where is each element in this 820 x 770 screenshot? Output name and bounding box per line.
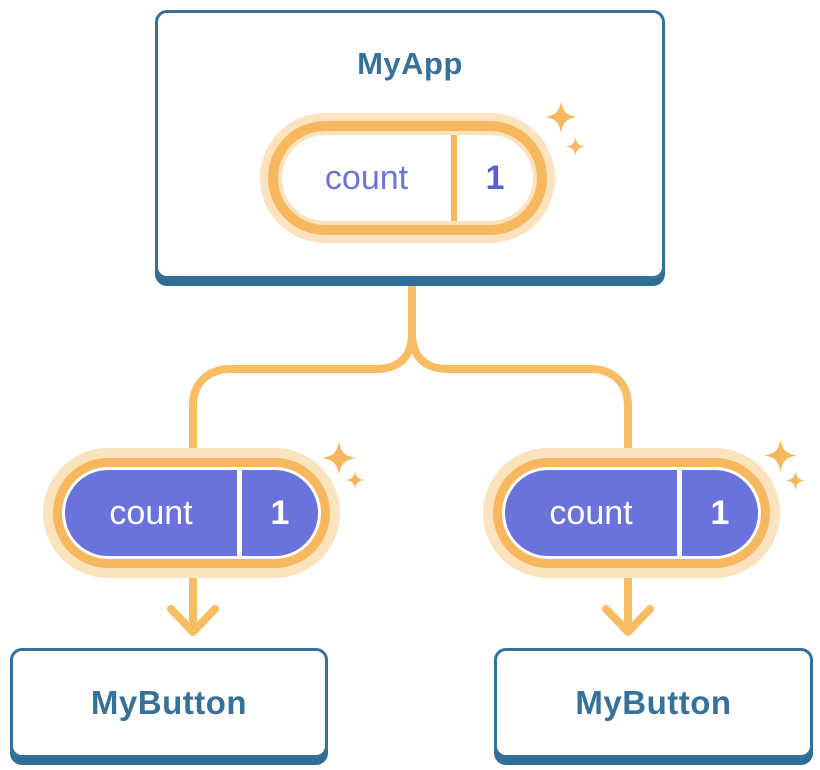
fork-connector-left bbox=[189, 278, 416, 632]
pill-divider bbox=[237, 470, 242, 556]
sparkle-icon bbox=[346, 471, 364, 489]
fork-connector-right bbox=[408, 329, 632, 632]
prop-pill-ring: count 1 bbox=[493, 458, 770, 568]
prop-pill-left: count 1 bbox=[43, 448, 340, 578]
pill-divider bbox=[677, 470, 682, 556]
state-pill-ring: count 1 bbox=[268, 121, 547, 235]
component-title: MyApp bbox=[357, 46, 463, 81]
state-pill-body: count 1 bbox=[282, 135, 533, 221]
prop-pill-value: 1 bbox=[270, 493, 290, 532]
component-title: MyButton bbox=[90, 684, 248, 721]
sparkle-icon bbox=[545, 101, 577, 133]
prop-pill-value: 1 bbox=[710, 493, 730, 532]
sparkle-icon bbox=[786, 471, 805, 490]
prop-pill-body: count 1 bbox=[502, 467, 761, 559]
arrow-down-icon bbox=[602, 605, 654, 636]
pill-divider bbox=[451, 135, 457, 221]
arrow-down-icon bbox=[167, 605, 219, 636]
mybutton-component-card-right: MyButton bbox=[494, 648, 813, 758]
mybutton-component-card-left: MyButton bbox=[10, 648, 328, 758]
sparkle-icon bbox=[566, 137, 585, 156]
sparkle-icon bbox=[322, 441, 356, 475]
state-pill-inner-ring: count 1 bbox=[278, 131, 537, 225]
prop-pill-right: count 1 bbox=[483, 448, 780, 578]
state-pill-value: 1 bbox=[485, 158, 505, 197]
state-pill-label: count bbox=[324, 158, 409, 197]
sparkle-icon bbox=[764, 439, 797, 472]
prop-pill-label: count bbox=[549, 493, 633, 532]
prop-pill-label: count bbox=[109, 493, 193, 532]
prop-pill-body: count 1 bbox=[62, 467, 321, 559]
component-title: MyButton bbox=[575, 684, 732, 721]
state-pill: count 1 bbox=[260, 113, 555, 243]
prop-pill-ring: count 1 bbox=[53, 458, 330, 568]
